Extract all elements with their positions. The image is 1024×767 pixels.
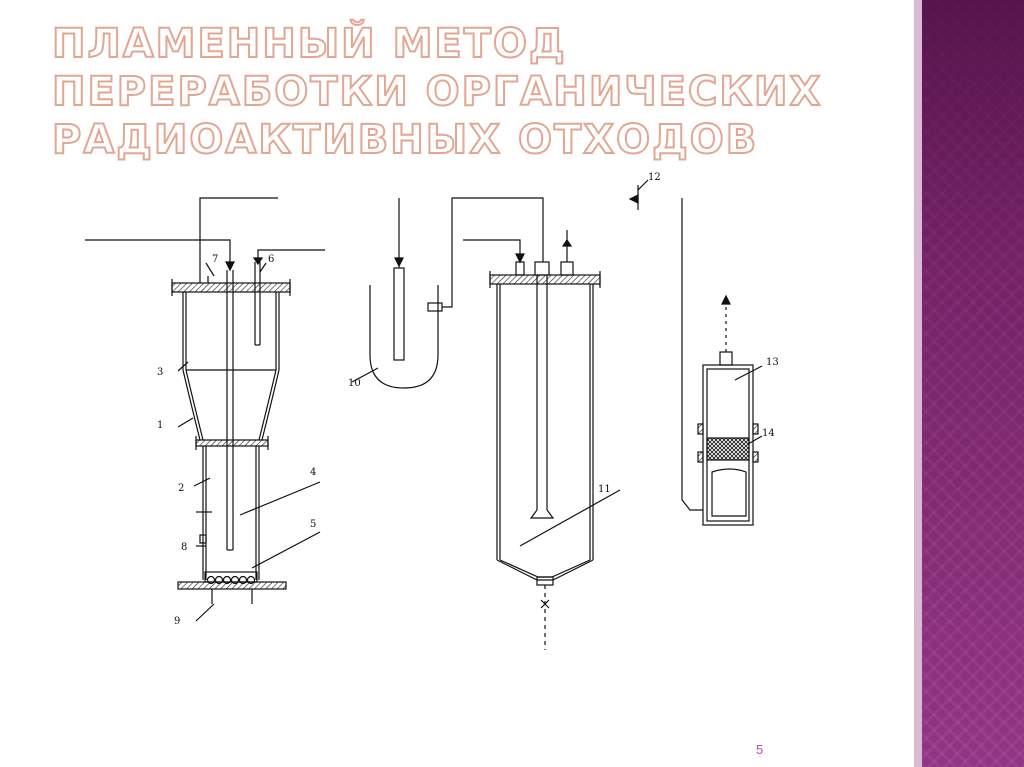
burner-unit [85, 197, 325, 622]
label-13: 13 [766, 357, 779, 368]
reservoir-unit [351, 197, 544, 389]
process-diagram: 1 2 3 4 5 6 7 8 9 10 11 12 13 14 [85, 172, 779, 650]
label-2: 2 [178, 483, 184, 494]
settling-tank [463, 230, 621, 650]
label-14: 14 [762, 428, 775, 439]
decorative-side-panel [922, 0, 1024, 767]
label-4: 4 [310, 467, 316, 478]
filter-unit [628, 179, 763, 526]
label-9: 9 [174, 616, 180, 627]
label-6: 6 [268, 254, 274, 265]
label-1: 1 [157, 420, 163, 431]
label-7: 7 [212, 254, 218, 265]
diagram-labels: 1 2 3 4 5 6 7 8 9 10 11 12 13 14 [157, 172, 779, 627]
label-12: 12 [648, 172, 661, 183]
slide-title: ПЛАМЕННЫЙ МЕТОД ПЕРЕРАБОТКИ ОРГАНИЧЕСКИХ… [51, 20, 823, 164]
label-3: 3 [157, 367, 163, 378]
label-5: 5 [310, 519, 316, 530]
page-number: 5 [756, 742, 764, 757]
label-10: 10 [348, 378, 361, 389]
label-8: 8 [181, 542, 187, 553]
label-11: 11 [598, 484, 611, 495]
side-strip [914, 0, 922, 767]
